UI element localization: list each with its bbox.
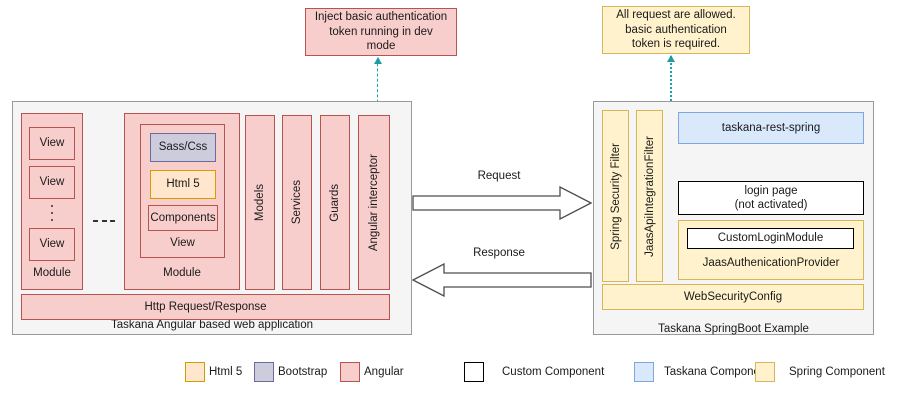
client-module-left-label: Module xyxy=(33,267,71,279)
legend-item-bootstrap: Bootstrap xyxy=(254,362,327,382)
server-custom-login-module: CustomLoginModule xyxy=(687,228,854,249)
client-column-guards: Guards xyxy=(320,115,350,290)
legend-swatch-custom-component xyxy=(464,362,484,382)
request-label: Request xyxy=(477,170,521,182)
legend-item-spring-component: Spring Component xyxy=(755,362,885,382)
legend-label-html5: Html 5 xyxy=(209,366,243,378)
client-column-guards-label: Guards xyxy=(329,183,341,222)
legend-item-html5: Html 5 xyxy=(185,362,242,382)
client-column-models-label: Models xyxy=(254,183,266,222)
legend-label-angular: Angular xyxy=(364,366,404,378)
client-module-left-ellipsis xyxy=(51,205,53,221)
callout-right-auth-required: All request are allowed. basic authentic… xyxy=(602,6,750,54)
request-arrow xyxy=(412,185,593,225)
client-module-right-label: Module xyxy=(163,267,201,279)
client-angular-interceptor-label: Angular interceptor xyxy=(368,153,380,252)
server-web-security-config: WebSecurityConfig xyxy=(602,284,864,310)
client-layer-sass-css: Sass/Css xyxy=(150,133,216,162)
legend-item-angular: Angular xyxy=(340,362,404,382)
legend-label-bootstrap: Bootstrap xyxy=(278,366,328,378)
legend-label-taskana-component: Taskana Component xyxy=(664,366,770,378)
callout-left-dev-mode: Inject basic authentication token runnin… xyxy=(305,8,457,56)
client-column-services-label: Services xyxy=(291,180,303,225)
server-login-page: login page (not activated) xyxy=(678,181,864,215)
client-module-left-view-3: View xyxy=(29,228,75,261)
server-panel-caption: Taskana SpringBoot Example xyxy=(658,323,809,335)
client-module-right-view-label: View xyxy=(170,237,195,249)
server-jaas-authentication-provider-label: JaasAuthenicationProvider xyxy=(702,257,840,269)
client-layer-components: Components xyxy=(148,205,218,231)
server-jaas-api-integration-filter-label: JaasApiIntegrationFilter xyxy=(643,135,656,257)
response-arrow xyxy=(411,262,592,302)
legend-item-custom-component: Custom Component xyxy=(464,362,604,382)
server-spring-security-filter-label: Spring Security Filter xyxy=(609,142,622,250)
legend-swatch-angular xyxy=(340,362,360,382)
legend-swatch-taskana-component xyxy=(634,362,654,382)
client-column-models: Models xyxy=(245,115,275,290)
server-taskana-rest-spring: taskana-rest-spring xyxy=(678,112,864,144)
response-label: Response xyxy=(473,247,525,259)
client-http-bar: Http Request/Response xyxy=(21,294,390,320)
client-panel-caption: Taskana Angular based web application xyxy=(110,319,314,331)
client-module-left-view-1: View xyxy=(29,127,75,160)
server-jaas-api-integration-filter: JaasApiIntegrationFilter xyxy=(636,110,663,282)
legend-item-taskana-component: Taskana Component xyxy=(634,362,769,382)
client-layer-html5: Html 5 xyxy=(150,170,216,199)
legend-label-spring-component: Spring Component xyxy=(789,366,885,378)
legend-swatch-bootstrap xyxy=(254,362,274,382)
legend-swatch-html5 xyxy=(185,362,205,382)
client-angular-interceptor: Angular interceptor xyxy=(358,115,390,290)
client-module-separator xyxy=(93,220,115,222)
client-column-services: Services xyxy=(282,115,312,290)
server-spring-security-filter: Spring Security Filter xyxy=(602,110,629,282)
legend-label-custom-component: Custom Component xyxy=(502,366,605,378)
legend-swatch-spring-component xyxy=(755,362,775,382)
client-module-left-view-2: View xyxy=(29,166,75,199)
